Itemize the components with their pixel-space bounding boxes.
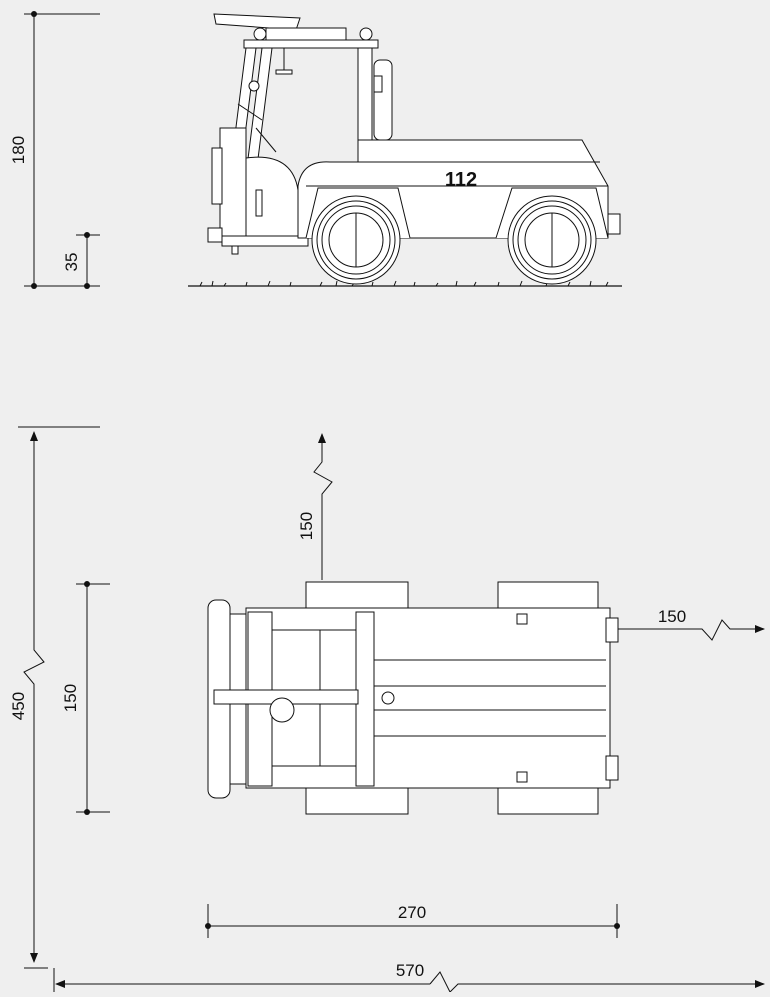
dimension-total-width: 450 xyxy=(9,426,100,969)
front-wheel xyxy=(311,195,401,285)
dimension-side-clearance-label: 150 xyxy=(658,607,686,626)
vehicle-number: 112 xyxy=(445,169,477,191)
top-body xyxy=(207,599,619,799)
dimension-total-length-label: 570 xyxy=(396,961,424,980)
dimension-ground-clearance: 35 xyxy=(62,232,100,289)
dimension-side-clearance: 150 xyxy=(618,607,765,641)
dimension-total-length: 570 xyxy=(53,961,765,993)
rear-wheel xyxy=(507,195,597,285)
dimension-vehicle-length: 270 xyxy=(205,903,620,938)
dimension-total-width-label: 450 xyxy=(9,692,28,720)
dimension-vehicle-width: 150 xyxy=(61,581,110,815)
top-view: 450 150 150 150 270 xyxy=(9,426,765,993)
front-box xyxy=(207,127,309,255)
side-view: 180 35 xyxy=(9,11,622,289)
top-wheels xyxy=(305,581,599,815)
dimension-vehicle-length-label: 270 xyxy=(398,903,426,922)
dimension-height: 180 xyxy=(9,11,100,289)
dimension-ground-clearance-label: 35 xyxy=(62,253,81,272)
roof-canopy xyxy=(213,13,379,75)
dimension-front-clearance: 150 xyxy=(297,433,333,580)
dimension-height-label: 180 xyxy=(9,136,28,164)
dimension-vehicle-width-label: 150 xyxy=(61,684,80,712)
ground-line xyxy=(188,280,622,287)
dimension-front-clearance-label: 150 xyxy=(297,512,316,540)
